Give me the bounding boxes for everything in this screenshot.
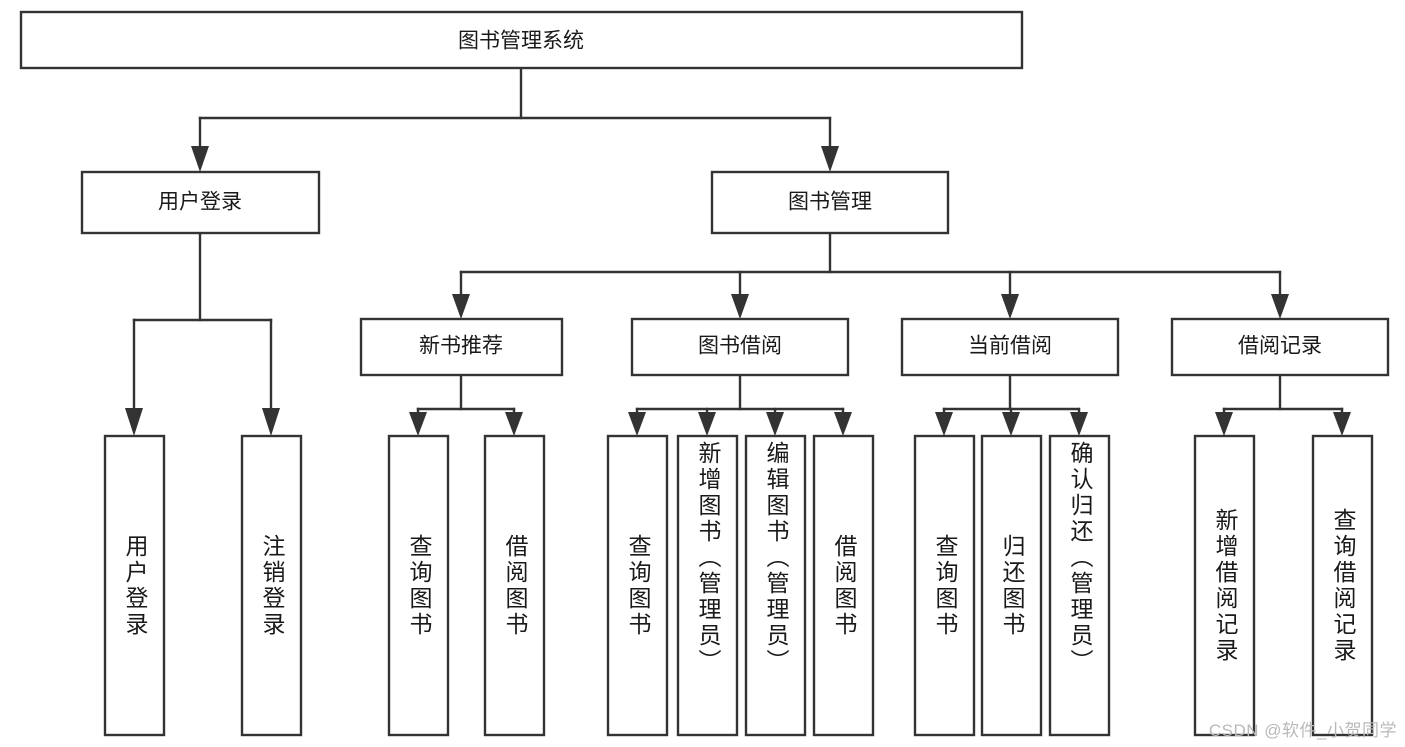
arrow-head-borrow-record-leaf-0: [1215, 412, 1233, 436]
arrow-head-current-borrow-leaf-1: [1002, 412, 1020, 436]
arrow-head-user-login-leaf-0: [125, 408, 143, 436]
node-book-borrow-label: 图书借阅: [698, 335, 782, 358]
node-user-login-box[interactable]: [80, 170, 321, 235]
arrow-head-book-borrow-leaf-1: [698, 412, 716, 436]
leaf-box-current-borrow-2[interactable]: [1048, 434, 1111, 737]
leaf-boxes-borrow-record: [1193, 434, 1374, 737]
connector-group-new-book: [409, 373, 523, 436]
arrow-head-new-book-leaf-1: [505, 412, 523, 436]
node-borrow-record-label: 借阅记录: [1238, 335, 1322, 358]
arrow-head-current-borrow-leaf-0: [935, 412, 953, 436]
arrow-head-level2-0: [452, 294, 470, 319]
leaf-box-book-borrow-2[interactable]: [744, 434, 807, 737]
arrow-head-level2-2: [1001, 294, 1019, 319]
arrow-head-new-book-leaf-0: [409, 412, 427, 436]
leaf-box-borrow-record-1[interactable]: [1311, 434, 1374, 737]
arrow-head-borrow-record-leaf-1: [1333, 412, 1351, 436]
arrow-head-book-manage: [821, 146, 839, 172]
node-book-borrow-box[interactable]: [630, 317, 850, 377]
arrow-head-current-borrow-leaf-2: [1070, 412, 1088, 436]
arrow-head-book-borrow-leaf-2: [766, 412, 784, 436]
node-current-borrow[interactable]: 当前借阅: [900, 317, 1120, 377]
leaf-box-new-book-0[interactable]: [387, 434, 450, 737]
arrow-head-user-login-leaf-1: [262, 408, 280, 436]
arrow-head-user-login: [191, 146, 209, 172]
leaf-boxes-user-login: [103, 434, 303, 737]
node-borrow-record-box[interactable]: [1170, 317, 1390, 377]
leaf-box-current-borrow-0[interactable]: [913, 434, 976, 737]
connector-group-book-manage: [452, 231, 1289, 319]
node-new-book-recommend-box[interactable]: [359, 317, 564, 377]
node-new-book-recommend[interactable]: 新书推荐: [359, 317, 564, 377]
node-borrow-record[interactable]: 借阅记录: [1170, 317, 1390, 377]
connector-group-user-login: [125, 231, 280, 436]
node-user-login-label: 用户登录: [158, 191, 242, 214]
leaf-box-book-borrow-3[interactable]: [812, 434, 875, 737]
leaf-box-borrow-record-0[interactable]: [1193, 434, 1256, 737]
node-current-borrow-label: 当前借阅: [968, 335, 1052, 358]
leaf-boxes-new-book-recommend: [387, 434, 546, 737]
leaf-boxes-book-borrow: [606, 434, 875, 737]
node-book-manage[interactable]: 图书管理: [710, 170, 950, 235]
leaf-box-book-borrow-1[interactable]: [676, 434, 739, 737]
connector-group-root: [191, 67, 839, 172]
node-book-manage-box[interactable]: [710, 170, 950, 235]
arrow-head-level2-1: [731, 294, 749, 319]
node-root[interactable]: 图书管理系统: [19, 10, 1024, 70]
leaf-box-book-borrow-0[interactable]: [606, 434, 669, 737]
leaf-box-current-borrow-1[interactable]: [980, 434, 1043, 737]
node-user-login[interactable]: 用户登录: [80, 170, 321, 235]
node-book-borrow[interactable]: 图书借阅: [630, 317, 850, 377]
arrow-head-book-borrow-leaf-3: [834, 412, 852, 436]
arrow-head-book-borrow-leaf-0: [628, 412, 646, 436]
leaf-box-user-login-0[interactable]: [103, 434, 166, 737]
leaf-box-user-login-1[interactable]: [240, 434, 303, 737]
node-current-borrow-box[interactable]: [900, 317, 1120, 377]
connector-group-borrow-record: [1215, 373, 1351, 436]
csdn-watermark: CSDN @软件_小贺同学: [1208, 721, 1397, 740]
node-root-box[interactable]: [19, 10, 1024, 70]
connector-group-current-borrow: [935, 373, 1088, 436]
leaf-boxes-current-borrow: [913, 434, 1111, 737]
node-book-manage-label: 图书管理: [788, 191, 872, 214]
arrow-head-level2-3: [1271, 294, 1289, 319]
node-root-label: 图书管理系统: [458, 30, 584, 53]
node-new-book-recommend-label: 新书推荐: [419, 335, 503, 358]
leaf-box-new-book-1[interactable]: [483, 434, 546, 737]
connector-group-book-borrow: [628, 373, 852, 436]
